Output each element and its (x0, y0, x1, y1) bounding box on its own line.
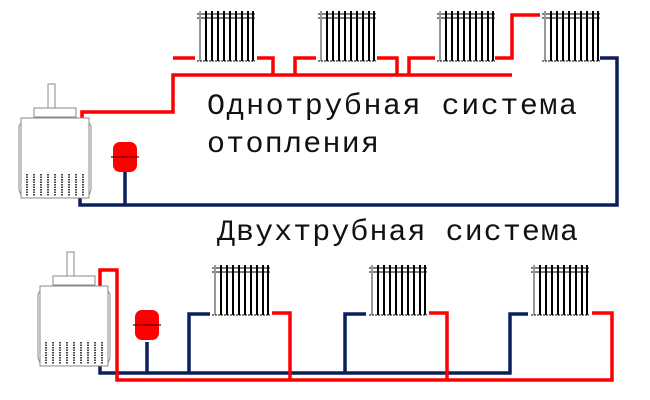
two-pipe-system: Двухтрубная система (37, 216, 614, 382)
radiator-icon (317, 9, 377, 63)
radiator-icon (541, 9, 601, 63)
radiator-icon (368, 263, 428, 317)
radiator-icon (196, 9, 256, 63)
supply-pipe (98, 268, 614, 382)
return-pipe (98, 312, 528, 375)
boiler-icon (18, 83, 92, 199)
one-pipe-title-line2: отопления (207, 128, 379, 162)
return-pipe (78, 56, 619, 207)
one-pipe-system: Однотрубная система отопления (18, 9, 619, 207)
expansion-tank-icon (110, 141, 140, 173)
radiator-icon (211, 263, 271, 317)
two-pipe-title: Двухтрубная система (217, 216, 578, 250)
supply-pipe (80, 13, 540, 118)
expansion-tank-icon (132, 309, 162, 341)
radiator-icon (530, 263, 590, 317)
radiator-icon (436, 9, 496, 63)
one-pipe-title-line1: Однотрубная система (207, 90, 577, 124)
